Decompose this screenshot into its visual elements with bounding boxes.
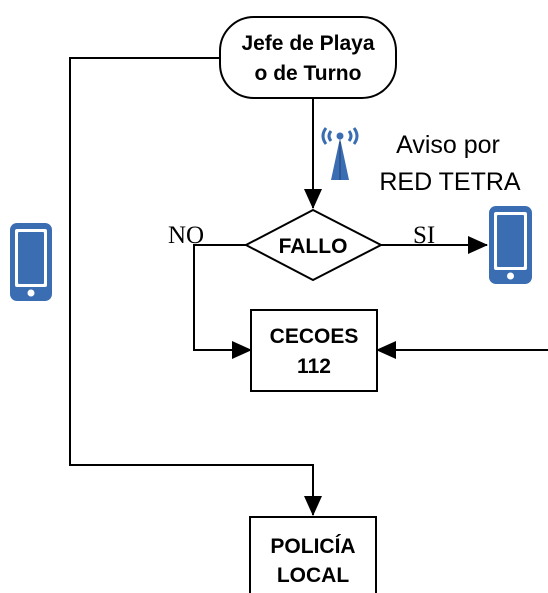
police-line2: LOCAL xyxy=(277,564,349,587)
edge-label-no: NO xyxy=(168,222,204,249)
cecoes-line2: 112 xyxy=(297,355,331,378)
edge-label-si: SI xyxy=(413,222,435,249)
connector-no-to-cecoes xyxy=(193,244,252,359)
tetra-note-line1: Aviso por xyxy=(396,131,500,159)
cecoes-node: CECOES 112 xyxy=(250,309,378,392)
decision-node: FALLO xyxy=(243,208,384,282)
tetra-note-line2: RED TETRA xyxy=(379,168,521,196)
connector-start-to-police xyxy=(69,57,322,516)
mobile-phone-icon-left xyxy=(10,223,52,301)
decision-label: FALLO xyxy=(279,235,348,258)
police-node: POLICÍA LOCAL xyxy=(249,516,377,593)
start-node-line1: Jefe de Playa xyxy=(241,32,374,55)
start-node-line2: o de Turno xyxy=(255,62,362,85)
mobile-phone-icon-right xyxy=(489,206,532,284)
start-node: Jefe de Playa o de Turno xyxy=(219,16,397,99)
radio-antenna-icon xyxy=(321,127,359,180)
cecoes-line1: CECOES xyxy=(270,325,359,348)
police-line1: POLICÍA xyxy=(270,535,355,558)
